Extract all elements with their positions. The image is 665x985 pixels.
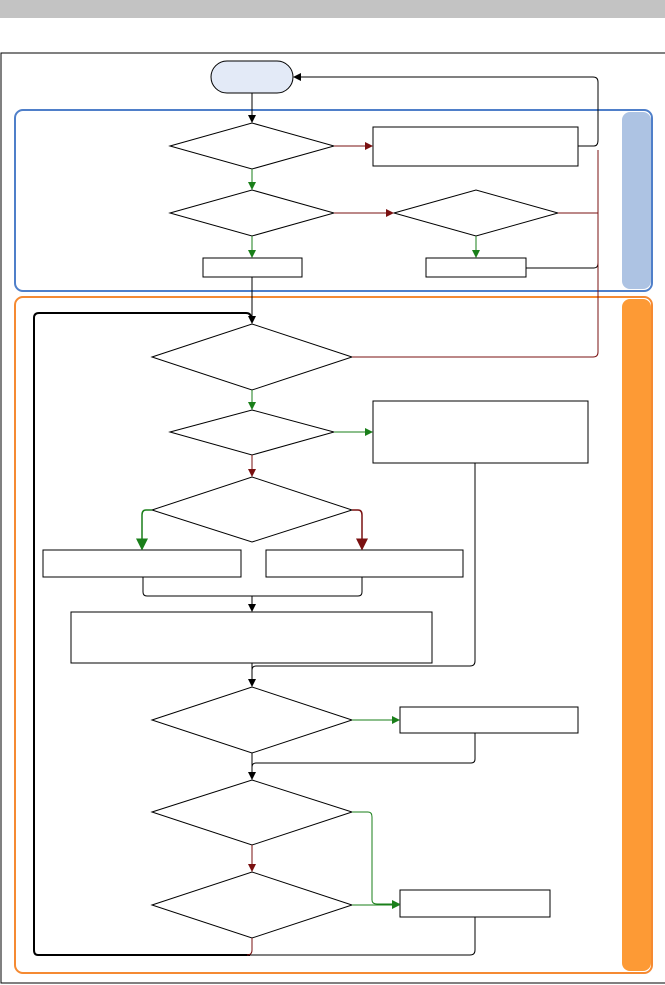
connector-d6-right: [352, 509, 368, 551]
connector-p8-d8: [251, 733, 476, 768]
connector-d4-no: [352, 150, 599, 358]
connector-d9-no: [246, 938, 253, 956]
decision-4[interactable]: [150, 323, 354, 391]
connector-d8-yes: [352, 811, 400, 908]
decision-7[interactable]: [150, 686, 354, 754]
process-5[interactable]: [42, 549, 242, 578]
connector-p4-d7: [251, 463, 476, 671]
connector-return-start: [293, 73, 599, 147]
process-8[interactable]: [399, 706, 579, 734]
blue-group: [14, 109, 653, 292]
blue-group-tab: [622, 112, 651, 289]
process-6[interactable]: [265, 549, 464, 578]
decision-5[interactable]: [168, 409, 336, 456]
process-9[interactable]: [399, 889, 551, 918]
start-terminal[interactable]: [210, 60, 294, 94]
orange-group-tab: [622, 299, 651, 971]
top-toolbar: [0, 0, 665, 18]
connector-d6-left: [136, 509, 152, 551]
decision-3[interactable]: [392, 189, 560, 237]
orange-group: [14, 296, 653, 974]
decision-9[interactable]: [150, 871, 354, 939]
process-3[interactable]: [425, 257, 527, 278]
process-2[interactable]: [202, 257, 303, 278]
decision-8[interactable]: [150, 779, 354, 846]
decision-1[interactable]: [168, 122, 336, 170]
connector-p9-loop: [250, 917, 476, 956]
process-7[interactable]: [70, 611, 433, 664]
connector-merge: [142, 577, 363, 611]
decision-2[interactable]: [168, 189, 336, 237]
decision-6[interactable]: [150, 476, 354, 543]
diagram-frame: [0, 52, 665, 984]
process-4[interactable]: [372, 400, 589, 464]
connector-p3-return: [526, 262, 599, 269]
process-1[interactable]: [372, 126, 579, 167]
connector-loop-back[interactable]: [33, 312, 252, 956]
